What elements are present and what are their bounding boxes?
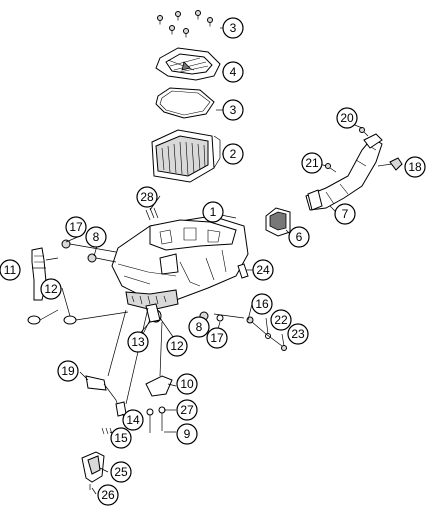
part-19-sensor	[85, 309, 127, 413]
part-1-airbox	[111, 215, 249, 311]
callout-2: 2	[222, 143, 244, 165]
callout-22: 22	[270, 309, 292, 331]
part-7-snorkel	[305, 133, 383, 211]
callout-17-right: 17	[206, 327, 228, 349]
callout-16-label: 16	[255, 297, 269, 311]
callout-28-label: 28	[140, 190, 154, 204]
callout-12-left-label: 12	[44, 282, 58, 296]
callout-11: 11	[0, 259, 21, 281]
callout-13-label: 13	[131, 335, 145, 349]
callout-10: 10	[176, 373, 198, 395]
callout-20: 20	[336, 107, 358, 129]
callout-26: 26	[97, 484, 119, 506]
callout-8-left: 8	[85, 226, 107, 248]
part-5-screws	[157, 10, 213, 38]
callout-26-label: 26	[101, 488, 115, 502]
callout-20-label: 20	[340, 111, 354, 125]
callout-10-label: 10	[180, 377, 194, 391]
callout-23-label: 23	[291, 327, 305, 341]
part-2-air-filter	[151, 129, 221, 183]
callout-14: 14	[122, 409, 144, 431]
part-4-filter-cage	[155, 47, 221, 81]
callout-16: 16	[251, 293, 273, 315]
callout-3: 3	[222, 99, 244, 121]
part-25-26	[81, 451, 105, 490]
part-24-16-22-23	[213, 263, 287, 351]
callout-13: 13	[127, 331, 149, 353]
callout-17-left: 17	[65, 216, 87, 238]
part-6-element	[265, 207, 291, 237]
callout-5-label: 3	[230, 21, 237, 35]
callout-7: 7	[334, 203, 356, 225]
callout-12-left: 12	[40, 278, 62, 300]
callout-6: 6	[288, 226, 310, 248]
callout-24: 24	[252, 259, 274, 281]
callout-27: 27	[176, 399, 198, 421]
part-10-plate	[145, 321, 173, 397]
callout-19: 19	[57, 360, 79, 382]
callout-8-right: 8	[188, 316, 210, 338]
callout-2-label: 2	[230, 147, 237, 161]
callout-25: 25	[110, 461, 132, 483]
callout-18: 18	[404, 156, 426, 178]
callout-15-label: 15	[114, 431, 128, 445]
callout-4: 4	[222, 61, 244, 83]
part-12-fittings	[27, 309, 162, 325]
callout-27-label: 27	[180, 403, 194, 417]
callout-21-label: 21	[305, 156, 319, 170]
callout-23: 23	[287, 323, 309, 345]
callout-9: 9	[176, 423, 198, 445]
callout-9-label: 9	[184, 427, 191, 441]
callout-8-right-label: 8	[196, 320, 203, 334]
callout-28: 28	[136, 186, 158, 208]
callout-24-label: 24	[256, 263, 270, 277]
callout-14-label: 14	[126, 413, 140, 427]
callout-1: 1	[202, 201, 224, 223]
callout-17-left-label: 17	[69, 220, 83, 234]
callout-21: 21	[301, 152, 323, 174]
part-3-seal	[155, 87, 215, 119]
callout-12-right-label: 12	[170, 339, 184, 353]
callout-15: 15	[110, 427, 132, 449]
callout-25-label: 25	[114, 465, 128, 479]
callout-4-label: 4	[230, 65, 237, 79]
callout-19-label: 19	[61, 364, 75, 378]
callout-12-right: 12	[166, 335, 188, 357]
callout-6-label: 6	[296, 230, 303, 244]
callout-11-label: 11	[4, 263, 17, 277]
callout-22-label: 22	[274, 313, 288, 327]
callout-18-label: 18	[408, 160, 422, 174]
callout-8-left-label: 8	[93, 230, 100, 244]
part-27-9-hardware	[146, 406, 166, 433]
part-28-clip	[145, 207, 159, 221]
callout-7-label: 7	[342, 207, 349, 221]
part-18-grommet	[389, 157, 403, 171]
callout-5: 3	[222, 17, 244, 39]
callout-17-right-label: 17	[210, 331, 224, 345]
callout-3-label: 3	[230, 103, 237, 117]
callout-1-label: 1	[210, 205, 217, 219]
